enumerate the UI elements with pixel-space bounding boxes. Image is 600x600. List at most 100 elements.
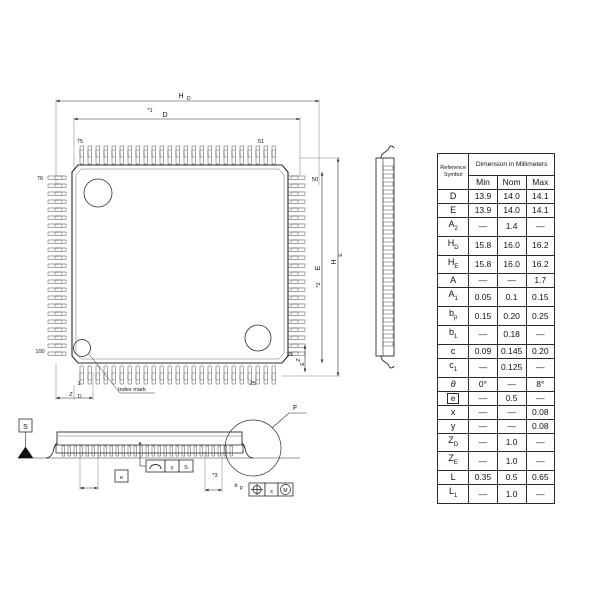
symbol-base: L xyxy=(448,486,454,497)
symbol-base: θ xyxy=(450,378,456,389)
cell-max: 14.1 xyxy=(525,203,556,218)
package-body xyxy=(71,164,289,364)
cell-symbol: HE xyxy=(436,254,470,275)
cell-max: 0.08 xyxy=(525,418,556,434)
pin-label-1: 1 xyxy=(77,381,80,387)
cell-min: — xyxy=(468,390,498,406)
cell-symbol: ZD xyxy=(436,432,470,453)
dimension-table: Reference Symbol Dimension in Millimeter… xyxy=(436,153,556,504)
symbol-base: L xyxy=(450,472,456,483)
table-row: ZD—1.0— xyxy=(436,432,556,453)
gdt-profile-frame: y S xyxy=(138,442,194,473)
cell-max: — xyxy=(525,432,556,453)
dim-e-label: E xyxy=(315,265,322,270)
cell-symbol: HD xyxy=(436,235,470,256)
index-mark-label: Index mark xyxy=(118,387,146,393)
cell-max: — xyxy=(525,390,556,406)
cell-max: — xyxy=(525,484,556,504)
symbol-subscript: 1 xyxy=(453,333,458,340)
header-reference: Reference xyxy=(440,165,467,172)
cell-max: — xyxy=(525,451,556,472)
cell-nom: 0.5 xyxy=(496,390,527,406)
cell-symbol: L1 xyxy=(436,484,470,504)
header-symbol: Symbol xyxy=(443,171,463,178)
detail-view-f: F xyxy=(224,405,307,477)
gdt-profile-datum: S xyxy=(184,465,188,471)
datum-triangle-icon xyxy=(17,446,34,459)
gdt-position-tol: x xyxy=(270,489,273,495)
cell-min: — xyxy=(468,432,498,453)
note-3-label: *3 xyxy=(212,473,217,479)
pin-label-51: 51 xyxy=(258,139,264,145)
cell-nom: 0.1 xyxy=(496,287,527,308)
header-max: Max xyxy=(525,175,556,190)
cell-nom: 0.145 xyxy=(496,343,527,359)
symbol-subscript: E xyxy=(453,460,458,467)
cell-nom: 1.0 xyxy=(496,484,527,504)
datum-s-symbol: S xyxy=(17,418,34,459)
dim-bp-label: b xyxy=(234,483,237,489)
cell-symbol: θ xyxy=(436,376,470,392)
symbol-subscript: 1 xyxy=(454,296,458,303)
extension-lines xyxy=(55,99,320,400)
cell-min: — xyxy=(468,324,498,345)
cell-max: 14.1 xyxy=(525,189,556,204)
dim-he-label: H xyxy=(331,259,338,264)
index-mark-circle xyxy=(73,339,91,357)
cell-nom: 0.125 xyxy=(496,357,527,378)
lead-right-profile xyxy=(241,442,254,459)
cell-nom: 1.0 xyxy=(496,432,527,453)
cell-max: 16.2 xyxy=(525,254,556,275)
dim-zd: Z D xyxy=(55,363,93,400)
cell-symbol: bp xyxy=(436,306,470,326)
symbol-subscript: D xyxy=(454,244,459,251)
cell-symbol: y xyxy=(436,418,470,434)
pin-label-75: 75 xyxy=(77,139,83,145)
symbol-base: x xyxy=(450,406,456,417)
cell-nom: 1.0 xyxy=(496,451,527,472)
dim-e-pitch: e xyxy=(79,444,129,490)
cell-nom: — xyxy=(496,404,527,420)
dim-hd-label: H xyxy=(178,93,183,100)
symbol-base: D xyxy=(449,191,457,201)
pin-label-76: 76 xyxy=(37,176,43,182)
front-elevation-view: S xyxy=(17,405,307,497)
symbol-base: b xyxy=(448,308,454,319)
symbol-subscript: 1 xyxy=(453,492,458,499)
cell-symbol: A1 xyxy=(436,287,470,308)
cell-min: — xyxy=(468,217,498,237)
cell-max: 0.65 xyxy=(525,470,556,486)
cell-nom: — xyxy=(496,376,527,392)
table-row: b1—0.18— xyxy=(436,324,556,345)
header-nom: Nom xyxy=(496,175,527,190)
cell-min: 13.9 xyxy=(468,189,498,204)
gdt-position-modifier: M xyxy=(283,488,287,494)
dim-e: E *2 xyxy=(315,172,324,363)
cell-min: 0.35 xyxy=(468,470,498,486)
header-min: Min xyxy=(468,175,498,190)
dim-d-label: D xyxy=(162,112,167,119)
cell-nom: 0.20 xyxy=(496,306,527,326)
symbol-base: A xyxy=(448,219,455,229)
cell-nom: — xyxy=(496,418,527,434)
table-row: e —0.5— xyxy=(436,390,556,406)
leads-bottom xyxy=(79,365,276,385)
cell-symbol: ZE xyxy=(436,451,470,472)
boxed-symbol: e xyxy=(447,392,459,404)
top-view: H D *1 D xyxy=(35,93,344,400)
cell-max: 0.15 xyxy=(525,287,556,308)
table-row: A——1.7 xyxy=(436,273,556,289)
cell-min: 13.9 xyxy=(468,203,498,218)
table-row: A2—1.4— xyxy=(436,217,556,237)
symbol-base: H xyxy=(447,256,455,267)
cell-max: 1.7 xyxy=(525,273,556,289)
gdt-profile-tol: y xyxy=(171,465,174,471)
dim-ze-label: Z xyxy=(296,358,302,362)
cell-max: 16.2 xyxy=(525,235,556,256)
